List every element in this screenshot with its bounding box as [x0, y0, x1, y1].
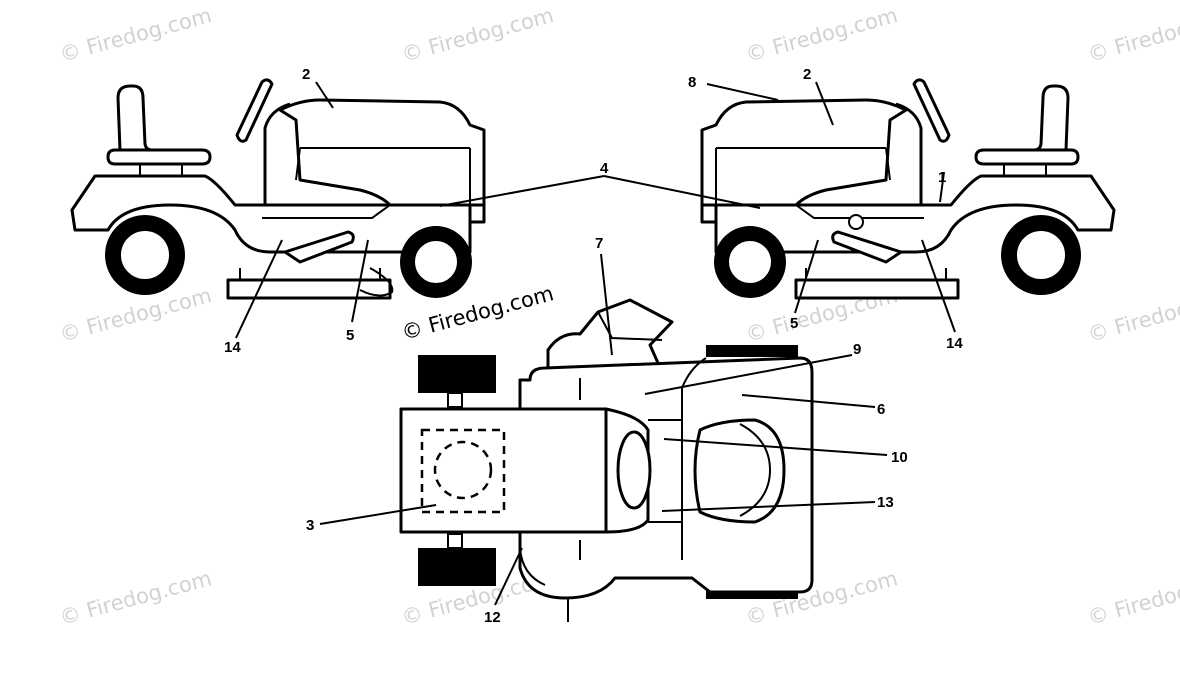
callout-5-right: 5 — [790, 315, 798, 332]
callout-labels: 2 4 14 5 8 2 1 5 14 7 9 6 10 13 3 12 — [224, 66, 963, 626]
watermark-text: © Firedog.com — [1085, 283, 1180, 347]
watermark-text: © Firedog.com — [1085, 3, 1180, 67]
callout-14-right: 14 — [946, 335, 963, 352]
callout-4: 4 — [600, 160, 609, 177]
callout-2-left: 2 — [302, 66, 310, 83]
callout-5-left: 5 — [346, 327, 354, 344]
rear-fender — [70, 174, 472, 254]
rear-deck — [399, 407, 608, 534]
callout-9: 9 — [853, 341, 861, 358]
callout-13: 13 — [877, 494, 894, 511]
rear-tire-bottom — [418, 548, 496, 586]
callout-1: 1 — [938, 169, 946, 186]
steering-wheel — [235, 78, 274, 143]
seat-back — [116, 84, 154, 152]
callout-14-left: 14 — [224, 339, 241, 356]
rear-tire-top — [418, 355, 496, 393]
callout-3: 3 — [306, 517, 314, 534]
seat-cushion — [106, 148, 212, 166]
watermark-text: © Firedog.com — [743, 3, 900, 67]
watermark-text: © Firedog.com — [1085, 566, 1180, 630]
tractor-top-view — [399, 298, 814, 622]
callout-2-right: 2 — [803, 66, 811, 83]
foot-pedal — [283, 230, 355, 264]
callout-6: 6 — [877, 401, 885, 418]
callout-12: 12 — [484, 609, 501, 626]
leader-lines — [235, 81, 956, 606]
decal-3-area — [420, 428, 506, 514]
callout-8: 8 — [688, 74, 696, 91]
watermark-text: © Firedog.com — [399, 3, 556, 67]
front-tire-top — [706, 345, 798, 357]
mower-deck — [226, 278, 392, 300]
callout-10: 10 — [891, 449, 908, 466]
steering-column — [263, 102, 291, 205]
front-bumper — [468, 203, 486, 224]
hood — [278, 98, 486, 207]
tractor-right-side-view — [700, 78, 1116, 300]
callout-7: 7 — [595, 235, 603, 252]
tractor-left-side-view — [70, 78, 486, 300]
watermark-text: © Firedog.com — [57, 3, 214, 67]
watermark-text: © Firedog.com — [57, 566, 214, 630]
